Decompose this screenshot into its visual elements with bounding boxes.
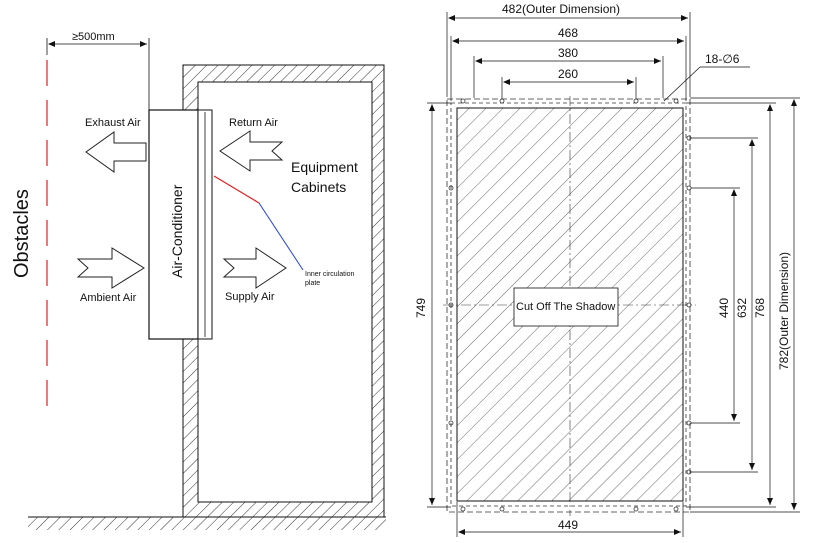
hole — [673, 98, 679, 104]
hole — [460, 506, 466, 512]
plate-leader-blue — [258, 202, 304, 271]
dim-260-label: 260 — [558, 67, 578, 81]
obstacles-label: Obstacles — [11, 189, 33, 278]
ambient-label: Ambient Air — [80, 292, 137, 304]
clearance-label: ≥500mm — [72, 31, 115, 43]
exhaust-arrow — [85, 131, 147, 173]
ambient-arrow — [76, 247, 145, 289]
dim-749-label: 749 — [414, 298, 428, 318]
exhaust-label: Exhaust Air — [85, 117, 141, 129]
hole — [673, 506, 679, 512]
hole — [686, 302, 692, 308]
bottom-dimension — [456, 502, 684, 537]
hole — [686, 185, 692, 191]
dim-468-label: 468 — [558, 26, 578, 40]
cabinet-wall — [182, 64, 385, 518]
outer-height-label: 782(Outer Dimension) — [777, 252, 791, 370]
plate-leader-red — [213, 175, 260, 204]
outer-frame — [446, 98, 691, 513]
holes-leader — [663, 66, 701, 102]
middle-frame — [450, 102, 687, 507]
hole — [448, 302, 454, 308]
cutout-view: Cut Off The Shadow — [414, 2, 800, 537]
cabinet-label-2: Cabinets — [291, 179, 346, 195]
dim-380-label: 380 — [558, 46, 578, 60]
hole — [499, 506, 505, 512]
supply-label: Supply Air — [225, 291, 275, 303]
plate-label-2: plate — [305, 280, 320, 287]
return-arrow — [219, 130, 284, 172]
hole — [448, 185, 454, 191]
hole — [448, 420, 454, 426]
right-dimensions — [686, 97, 800, 513]
left-dimension — [427, 102, 451, 508]
dim-440-label: 440 — [717, 298, 731, 318]
outer-width-label: 482(Outer Dimension) — [502, 2, 620, 16]
cutout-label: Cut Off The Shadow — [516, 301, 615, 313]
supply-arrow — [222, 247, 287, 289]
hole — [633, 98, 639, 104]
cabinet-label-1: Equipment — [291, 159, 358, 175]
top-dimensions — [446, 12, 691, 101]
dim-768-label: 768 — [753, 298, 767, 318]
dim-449-label: 449 — [558, 518, 578, 532]
return-label: Return Air — [229, 117, 278, 129]
air-conditioner-unit — [148, 109, 199, 340]
holes-label: 18-∅6 — [705, 52, 740, 66]
hole — [499, 98, 505, 104]
dim-632-label: 632 — [735, 298, 749, 318]
plate-label-1: Inner circulation — [305, 271, 355, 278]
hole — [633, 506, 639, 512]
ground-hatch — [28, 517, 386, 530]
unit-label: Air-Conditioner — [169, 184, 185, 278]
side-view: Obstacles ≥500mm Air-Conditioner Exhaust… — [11, 31, 386, 530]
hole — [460, 98, 466, 104]
cutout-label-box — [513, 287, 619, 327]
